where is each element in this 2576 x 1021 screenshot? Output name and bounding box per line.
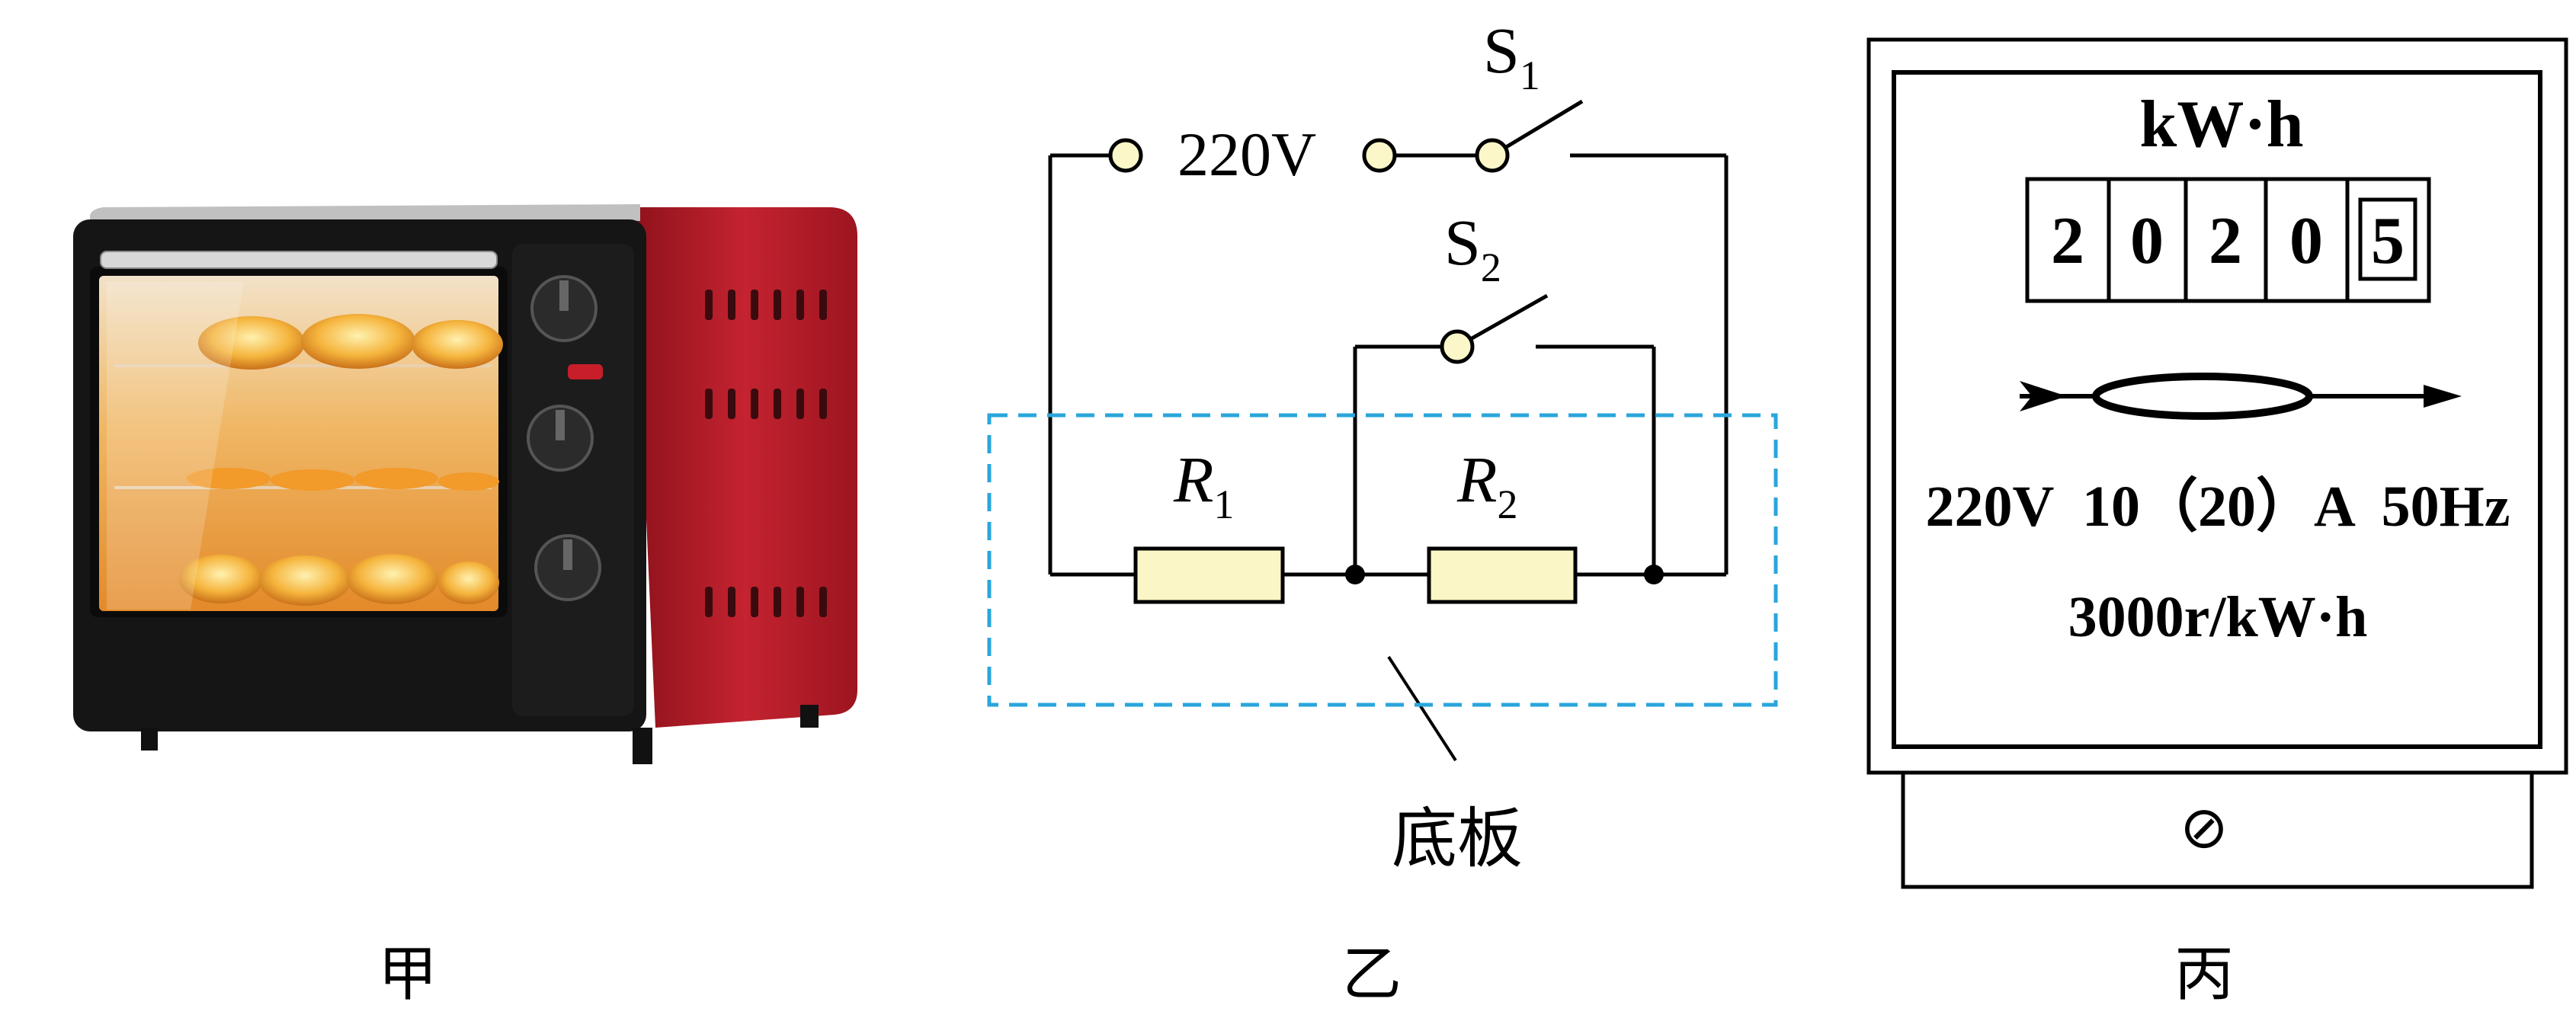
- caption-yi: 乙: [1342, 941, 1402, 1007]
- oven-foot: [800, 705, 819, 728]
- oven-top-rim: [89, 204, 640, 222]
- switch-s1-label: S1: [1483, 14, 1540, 98]
- indicator-light: [568, 364, 603, 379]
- bread-roll: [438, 562, 499, 604]
- resistor-r1: [1133, 546, 1285, 604]
- junction-dot: [1644, 565, 1664, 584]
- junction-dot: [1345, 565, 1365, 584]
- meter-digits: 2 0 2 0 5: [2051, 204, 2405, 278]
- bread-roll: [347, 554, 438, 604]
- supply-voltage-label: 220V: [1177, 120, 1316, 189]
- meter-disc-arrow: [2020, 373, 2462, 420]
- meter-digit: 0: [2289, 204, 2323, 278]
- meter-constant: 3000r/kW·h: [2068, 585, 2368, 649]
- circuit-diagram: [1048, 99, 1729, 762]
- meter-face: [1892, 70, 2542, 749]
- arrow-tail-icon: [2020, 381, 2067, 411]
- switch-s1-pivot: [1475, 138, 1510, 173]
- control-panel: [512, 244, 634, 716]
- glass-reflection: [107, 282, 244, 610]
- knob-pointer: [559, 280, 569, 311]
- bread-roll: [301, 314, 415, 369]
- meter-digit: 2: [2209, 204, 2242, 278]
- supply-terminal: [1108, 138, 1143, 173]
- switch-s1-blade: [1491, 99, 1584, 158]
- meter-digit: 0: [2130, 204, 2164, 278]
- meter-seal-icon: ⊘: [2180, 793, 2228, 861]
- meter-digit-decimal: 5: [2371, 204, 2405, 278]
- bread-roll: [259, 555, 351, 606]
- knob-pointer: [556, 410, 565, 440]
- food-slice: [438, 472, 499, 491]
- bread-roll: [198, 316, 305, 370]
- side-vents: [705, 290, 827, 617]
- caption-jia: 甲: [378, 941, 437, 1007]
- resistor-r2: [1427, 546, 1578, 604]
- oven-illustration: [73, 204, 857, 764]
- food-slice: [354, 468, 438, 489]
- oven-side-panel: [633, 207, 857, 728]
- meter-unit: kW·h: [2139, 88, 2303, 162]
- food-slice: [271, 469, 354, 491]
- board-pointer-line: [1387, 655, 1457, 762]
- switch-s2-pivot: [1440, 329, 1475, 364]
- meter-counter: [2025, 177, 2431, 303]
- meter-terminal-box: [1901, 770, 2534, 889]
- knob-pointer: [563, 539, 572, 570]
- resistor-r1-label: R1: [1173, 443, 1235, 527]
- door-handle: [100, 251, 498, 269]
- oven-foot: [633, 728, 652, 764]
- meter-decimal-box: [2358, 197, 2417, 281]
- base-board-label: 底板: [1392, 802, 1523, 875]
- supply-terminal: [1362, 138, 1397, 173]
- oven-foot: [141, 728, 158, 751]
- base-board-outline: [987, 413, 1778, 707]
- caption-bing: 丙: [2174, 941, 2234, 1007]
- bread-roll: [179, 555, 263, 603]
- switch-s2-blade: [1456, 293, 1549, 349]
- energy-meter: [1866, 37, 2568, 889]
- bread-roll: [412, 320, 503, 369]
- meter-digit: 2: [2051, 204, 2084, 278]
- arrow-head-icon: [2424, 385, 2462, 408]
- switch-s2-label: S2: [1444, 206, 1501, 290]
- meter-rating: 220V 10（20）A 50Hz: [1925, 475, 2510, 539]
- resistor-r2-label: R2: [1456, 443, 1518, 527]
- food-slice: [187, 468, 271, 489]
